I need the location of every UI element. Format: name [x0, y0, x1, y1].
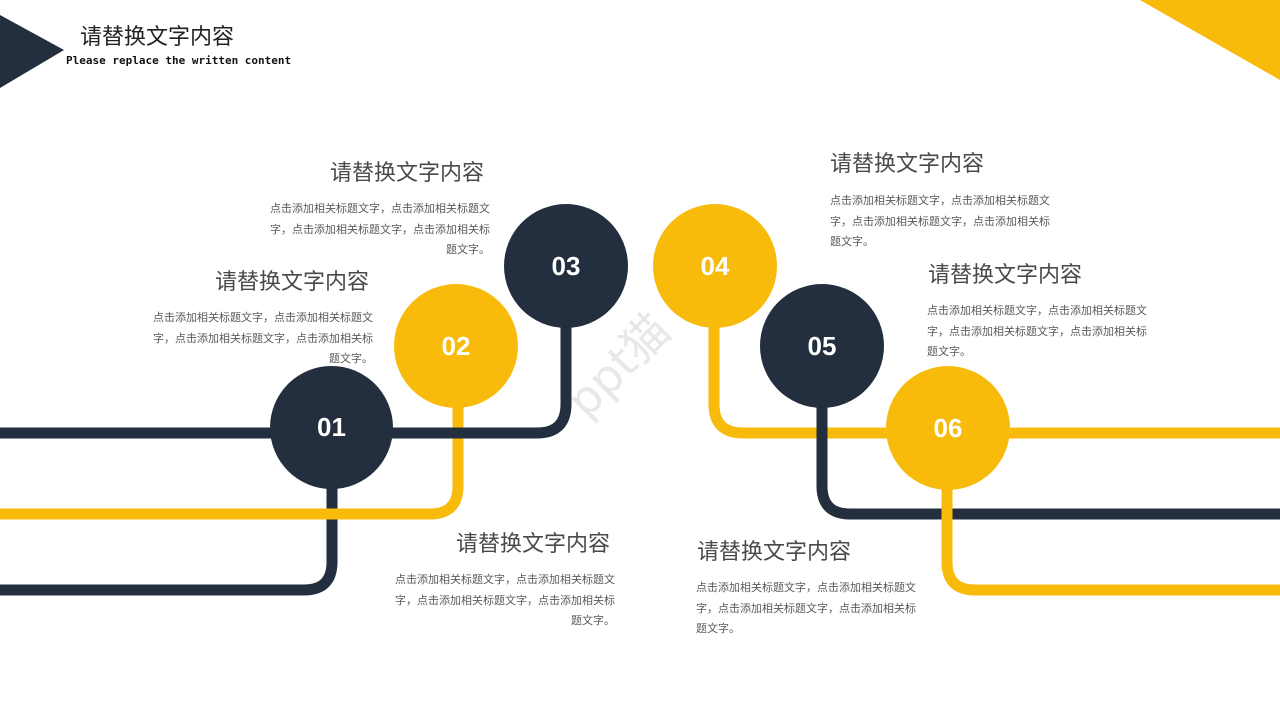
page-title: 请替换文字内容	[80, 25, 235, 50]
step-05-circle: 05	[760, 284, 884, 408]
connector-01-down	[0, 427, 338, 596]
step-02-heading: 请替换文字内容	[215, 270, 370, 295]
step-05-heading: 请替换文字内容	[928, 263, 1083, 288]
connector-05	[816, 345, 1280, 520]
step-01-text: 点击添加相关标题文字，点击添加相关标题文字，点击添加相关标题文字，点击添加相关标…	[395, 573, 615, 627]
step-01-heading: 请替换文字内容	[456, 532, 611, 557]
connector-04	[708, 265, 1280, 439]
step-03-circle: 03	[504, 204, 628, 328]
step-06-heading: 请替换文字内容	[697, 540, 852, 565]
step-06-text: 点击添加相关标题文字，点击添加相关标题文字，点击添加相关标题文字，点击添加相关标…	[696, 581, 916, 635]
step-06-circle: 06	[886, 366, 1010, 490]
step-03-heading: 请替换文字内容	[330, 161, 485, 186]
corner-triangle-dark	[0, 15, 64, 88]
step-03-text: 点击添加相关标题文字，点击添加相关标题文字，点击添加相关标题文字，点击添加相关标…	[270, 202, 490, 256]
step-02-circle: 02	[394, 284, 518, 408]
corner-triangle-gold	[1140, 0, 1280, 80]
step-05-text: 点击添加相关标题文字，点击添加相关标题文字，点击添加相关标题文字，点击添加相关标…	[927, 304, 1147, 358]
step-01-circle: 01	[270, 366, 393, 489]
connector-02	[0, 345, 464, 520]
connector-06	[941, 427, 1280, 596]
connector-03	[332, 265, 572, 439]
step-02-text: 点击添加相关标题文字，点击添加相关标题文字，点击添加相关标题文字，点击添加相关标…	[153, 311, 373, 365]
page-subtitle: Please replace the written content	[66, 54, 292, 67]
step-04-text: 点击添加相关标题文字，点击添加相关标题文字，点击添加相关标题文字，点击添加相关标…	[830, 194, 1050, 248]
step-04-circle: 04	[653, 204, 777, 328]
step-04-heading: 请替换文字内容	[830, 152, 985, 177]
